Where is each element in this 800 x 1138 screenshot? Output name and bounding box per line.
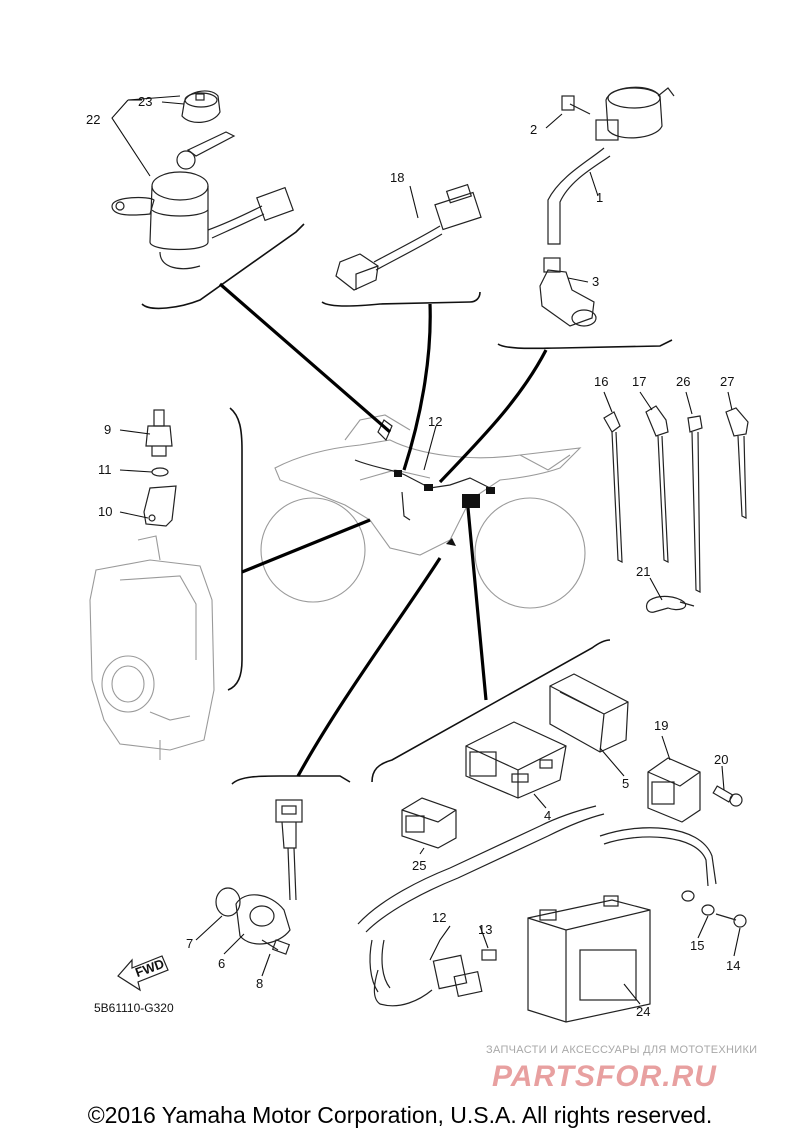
- callout-10: 10: [98, 504, 112, 519]
- callout-13: 13: [478, 922, 492, 937]
- sub-harness-leader: [402, 303, 432, 471]
- relay-units: [401, 673, 743, 849]
- callout-12a: 12: [428, 414, 442, 429]
- callout-leaders: [111, 95, 741, 1005]
- callout-9: 9: [104, 422, 111, 437]
- fwd-label: FWD: [133, 956, 166, 980]
- callout-19: 19: [654, 718, 668, 733]
- main-switch-bracket: [141, 223, 305, 310]
- callout-16: 16: [594, 374, 608, 389]
- callout-15: 15: [690, 938, 704, 953]
- sub-harness-bracket: [321, 291, 481, 307]
- main-switch-assembly: [111, 90, 294, 270]
- sensor-leader: [296, 557, 442, 777]
- copyright-notice: ©2016 Yamaha Motor Corporation, U.S.A. A…: [87, 1102, 713, 1128]
- carburetor-bracket: [227, 407, 243, 691]
- ignition-coil-bracket: [497, 339, 673, 350]
- fwd-arrow: FWD: [117, 955, 169, 992]
- callout-7: 7: [186, 936, 193, 951]
- callout-26: 26: [676, 374, 690, 389]
- ignition-coil-assembly: [539, 86, 675, 327]
- callout-labels: 22 23 2 1 3 18 12 9 11 10 16 17 26 27 21…: [86, 94, 740, 1019]
- watermark-tagline: ЗАПЧАСТИ И АКСЕССУАРЫ ДЛЯ МОТОТЕХНИКИ: [486, 1044, 758, 1056]
- callout-6: 6: [218, 956, 225, 971]
- sensor-assembly: [215, 799, 303, 955]
- callout-5: 5: [622, 776, 629, 791]
- ignition-coil-leader: [438, 349, 548, 484]
- callout-14: 14: [726, 958, 740, 973]
- callout-22: 22: [86, 112, 100, 127]
- carburetor-leader: [241, 518, 371, 574]
- callout-4: 4: [544, 808, 551, 823]
- battery-and-harness: [357, 805, 747, 1023]
- callout-11: 11: [98, 462, 112, 477]
- callout-27: 27: [720, 374, 734, 389]
- callout-24: 24: [636, 1004, 650, 1019]
- callout-12b: 12: [432, 910, 446, 925]
- main-switch-leader: [218, 282, 392, 434]
- callout-23: 23: [138, 94, 152, 109]
- sensor-bracket: [231, 775, 351, 785]
- sub-harness-assembly: [335, 183, 482, 291]
- callout-21: 21: [636, 564, 650, 579]
- callout-18: 18: [390, 170, 404, 185]
- spark-plug-and-carburetor: [89, 409, 215, 760]
- callout-8: 8: [256, 976, 263, 991]
- relay-bracket: [371, 639, 611, 783]
- callout-3: 3: [592, 274, 599, 289]
- cable-bands: [603, 405, 749, 613]
- callout-2: 2: [530, 122, 537, 137]
- diagram-code: 5B61110-G320: [94, 1001, 174, 1015]
- watermark-logo-text: PARTSFOR.RU: [492, 1060, 717, 1092]
- callout-25: 25: [412, 858, 426, 873]
- callout-20: 20: [714, 752, 728, 767]
- callout-17: 17: [632, 374, 646, 389]
- relay-leader: [466, 507, 488, 701]
- motorcycle-silhouette: [260, 414, 586, 609]
- watermark-logo: PARTSFOR.RU: [492, 1060, 717, 1092]
- callout-1: 1: [596, 190, 603, 205]
